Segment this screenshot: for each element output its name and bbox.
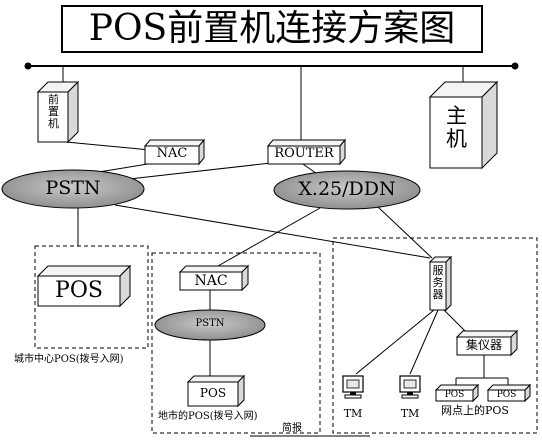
link-x25-local-nac bbox=[217, 207, 321, 267]
city-pos-region bbox=[34, 245, 149, 349]
front-end-label-char: 前 bbox=[48, 93, 59, 106]
server-label-char: 服 bbox=[432, 264, 444, 277]
city-pos-box bbox=[36, 264, 132, 308]
nac-local-label: NAC bbox=[194, 273, 228, 289]
server-label: 服 务 器 bbox=[430, 264, 446, 302]
front-end-tower bbox=[36, 80, 80, 144]
pos-city-label: POS bbox=[55, 278, 103, 303]
concentrator-box bbox=[455, 329, 519, 357]
x25-cloud bbox=[273, 170, 421, 210]
tm2-label: TM bbox=[400, 407, 420, 420]
link-router-pstn bbox=[119, 161, 281, 181]
local-caption: 地市的POS(拨号入网) bbox=[158, 411, 258, 422]
router-label: ROUTER bbox=[274, 146, 334, 161]
pos-local-box bbox=[186, 374, 246, 408]
front-end-label: 前 置 机 bbox=[39, 93, 68, 131]
host-tower bbox=[428, 80, 499, 170]
backbone-end-right bbox=[511, 62, 519, 70]
tm2-terminal-icon bbox=[399, 375, 421, 399]
link-server-tm1 bbox=[355, 309, 435, 375]
backbone-end-left bbox=[24, 62, 32, 70]
link-server-tm2 bbox=[409, 309, 439, 375]
pstn-main-label: PSTN bbox=[45, 177, 101, 199]
pos-b-label: POS bbox=[496, 390, 517, 400]
pos-local-label: POS bbox=[199, 386, 227, 400]
link-frontend-nac bbox=[65, 141, 151, 151]
link-x25-server bbox=[377, 206, 433, 259]
nac-top-label: NAC bbox=[156, 146, 188, 161]
server-box bbox=[428, 255, 453, 312]
title-frame bbox=[61, 5, 483, 53]
host-label-char: 主 bbox=[446, 104, 467, 128]
x25-label: X.25/DDN bbox=[298, 178, 396, 200]
link-server-concentrator bbox=[443, 309, 469, 335]
city-caption: 城市中心POS(拨号入网) bbox=[14, 354, 124, 365]
nac-local-box bbox=[178, 264, 250, 292]
host-label-char: 机 bbox=[446, 127, 467, 152]
pos-b-box bbox=[486, 383, 532, 403]
pstn-local-label: PSTN bbox=[195, 318, 225, 329]
pos-a-label: POS bbox=[444, 390, 465, 400]
tm1-label: TM bbox=[343, 407, 363, 420]
footer-label: 简报 bbox=[282, 423, 302, 434]
server-label-char: 器 bbox=[432, 288, 444, 302]
nac-top-box bbox=[143, 138, 206, 166]
tm1-terminal-icon bbox=[342, 375, 364, 399]
pos-a-box bbox=[434, 383, 480, 403]
outlet-caption: 网点上的POS bbox=[441, 404, 509, 417]
router-box bbox=[266, 138, 347, 166]
link-pstn-server bbox=[114, 204, 431, 259]
outlet-region bbox=[332, 237, 538, 434]
front-end-label-char: 机 bbox=[48, 117, 59, 131]
local-pos-region bbox=[151, 252, 321, 434]
pstn-main-cloud bbox=[1, 169, 145, 209]
front-end-label-char: 置 bbox=[48, 105, 59, 119]
host-label: 主 机 bbox=[431, 104, 482, 152]
diagram-title: POS前置机连接方案图 bbox=[88, 8, 456, 49]
concentrator-label: 集仪器 bbox=[465, 338, 502, 352]
server-label-char: 务 bbox=[432, 276, 444, 290]
